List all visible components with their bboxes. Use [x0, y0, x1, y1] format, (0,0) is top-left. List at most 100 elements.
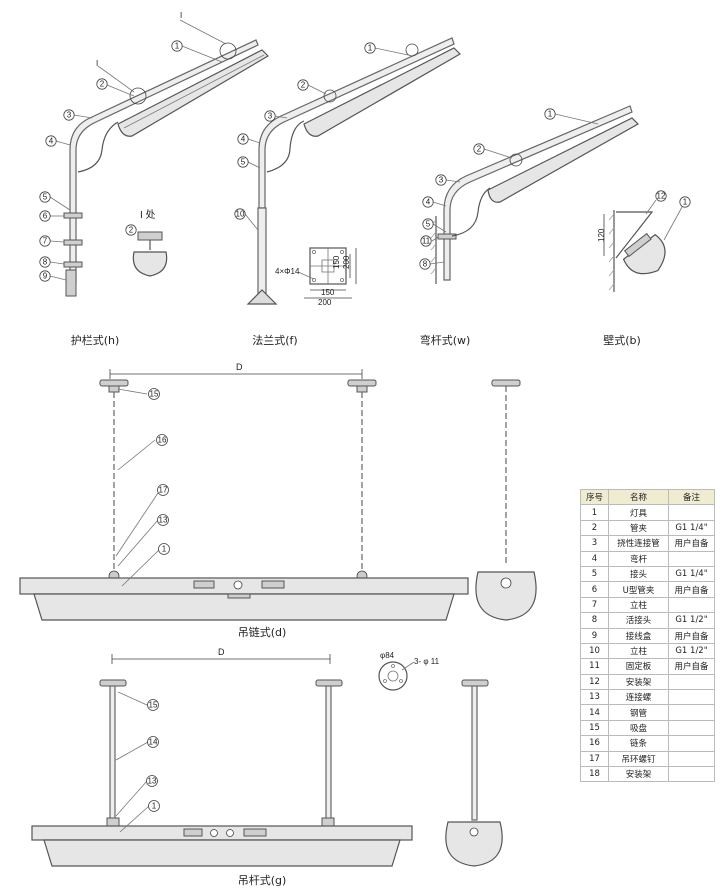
part-no: 3 [580, 535, 609, 552]
part-name: 连接螺 [608, 689, 669, 706]
part-note [668, 504, 715, 521]
callouts-b: 12 1 [645, 190, 691, 241]
part-no: 2 [580, 519, 609, 537]
luminaire-d [19, 577, 469, 621]
callout-w-8: 8 [423, 260, 428, 269]
part-name: 灯具 [608, 504, 669, 521]
callout-g-1: 1 [152, 802, 157, 811]
callout-w-5: 5 [426, 220, 431, 229]
part-no: 14 [580, 704, 609, 721]
callouts-f: 1 2 3 4 5 10 [234, 42, 409, 231]
part-name: 接头 [608, 565, 669, 583]
callout-h-7: 7 [43, 237, 48, 246]
part-name: 吊环螺钉 [608, 750, 669, 768]
wall-dim-120: 120 [597, 228, 606, 242]
bent-pole-h [69, 39, 259, 284]
part-no: 17 [580, 750, 609, 768]
detail-marker-1: I [180, 11, 182, 20]
caption-w: 弯杆式(w) [420, 333, 471, 347]
chain-left [99, 379, 129, 582]
flange-holes-label: 4×Φ14 [275, 267, 300, 276]
view-flange-mount: 1 2 3 4 5 10 4×Φ14 150 200 150 200 法兰式(f… [234, 37, 461, 347]
rod-side-view [445, 679, 503, 867]
chain-right [347, 379, 377, 582]
part-no: 4 [580, 550, 609, 567]
dim-D-chain: D [236, 362, 243, 372]
luminaire-w [487, 117, 639, 203]
part-no: 5 [580, 565, 609, 583]
part-no: 10 [580, 642, 609, 660]
chain-side-view [475, 379, 537, 621]
view-bent-pole: 1 2 3 4 5 11 8 弯杆式(w) [419, 105, 639, 347]
callout-w-1: 1 [548, 110, 553, 119]
part-name: 活接头 [608, 612, 669, 629]
view-chain-suspension: D [19, 362, 537, 639]
callout-f-1: 1 [368, 44, 373, 53]
caption-b: 壁式(b) [603, 333, 641, 347]
view-rod-suspension: D 15 14 [31, 647, 503, 887]
part-name: 固定板 [608, 658, 669, 675]
callout-f-5: 5 [241, 158, 246, 167]
part-note: G1 1/4" [668, 565, 715, 583]
part-note [668, 719, 715, 737]
luminaire-d-side [475, 571, 537, 621]
part-no: 1 [580, 504, 609, 521]
callout-b-12: 12 [657, 192, 666, 201]
callout-b-1: 1 [683, 198, 688, 207]
part-note [668, 689, 715, 706]
header-name: 名称 [608, 488, 669, 506]
part-name: U型管夹 [608, 581, 669, 598]
part-no: 11 [580, 658, 609, 675]
detail-callout-2: 2 [129, 226, 134, 235]
bent-pole-w [443, 105, 633, 281]
detail-label: I 处 [140, 209, 156, 221]
part-note: 用户自备 [668, 658, 715, 675]
callout-f-10: 10 [236, 210, 245, 219]
part-no: 9 [580, 627, 609, 644]
callout-f-3: 3 [268, 112, 273, 121]
part-note [668, 596, 715, 614]
callout-d-17: 17 [159, 486, 168, 495]
dim-D-rod: D [218, 647, 225, 657]
part-name: 钢管 [608, 704, 669, 721]
callout-h-9: 9 [43, 272, 48, 281]
caption-g: 吊杆式(g) [238, 873, 287, 887]
part-no: 6 [580, 581, 609, 598]
luminaire-g-side [445, 821, 503, 867]
callouts-h: I I 1 2 3 4 5 6 7 8 9 [39, 11, 227, 282]
flex-conduit-h [77, 121, 119, 173]
detail-luminaire [132, 251, 168, 277]
view-wall-mount: 120 12 1 壁式(b) [597, 190, 691, 347]
flange-dim-200v: 200 [342, 255, 351, 269]
callout-h-8: 8 [43, 258, 48, 267]
flange-dim-150v: 150 [332, 255, 341, 269]
callout-h-6: 6 [43, 212, 48, 221]
part-no: 13 [580, 689, 609, 706]
part-no: 18 [580, 766, 609, 783]
flex-conduit-f [266, 120, 305, 173]
callout-d-13: 13 [159, 516, 168, 525]
pole-column-f [257, 207, 267, 299]
flange-dim-150: 150 [321, 288, 335, 297]
callout-w-2: 2 [477, 145, 482, 154]
flex-conduit-w [451, 187, 491, 237]
part-name: 立柱 [608, 596, 669, 614]
part-note: G1 1/2" [668, 612, 715, 629]
part-no: 15 [580, 719, 609, 737]
callout-g-14: 14 [149, 738, 158, 747]
part-no: 8 [580, 612, 609, 629]
flange-dim-200: 200 [318, 298, 332, 307]
caption-h: 护栏式(h) [71, 333, 120, 347]
